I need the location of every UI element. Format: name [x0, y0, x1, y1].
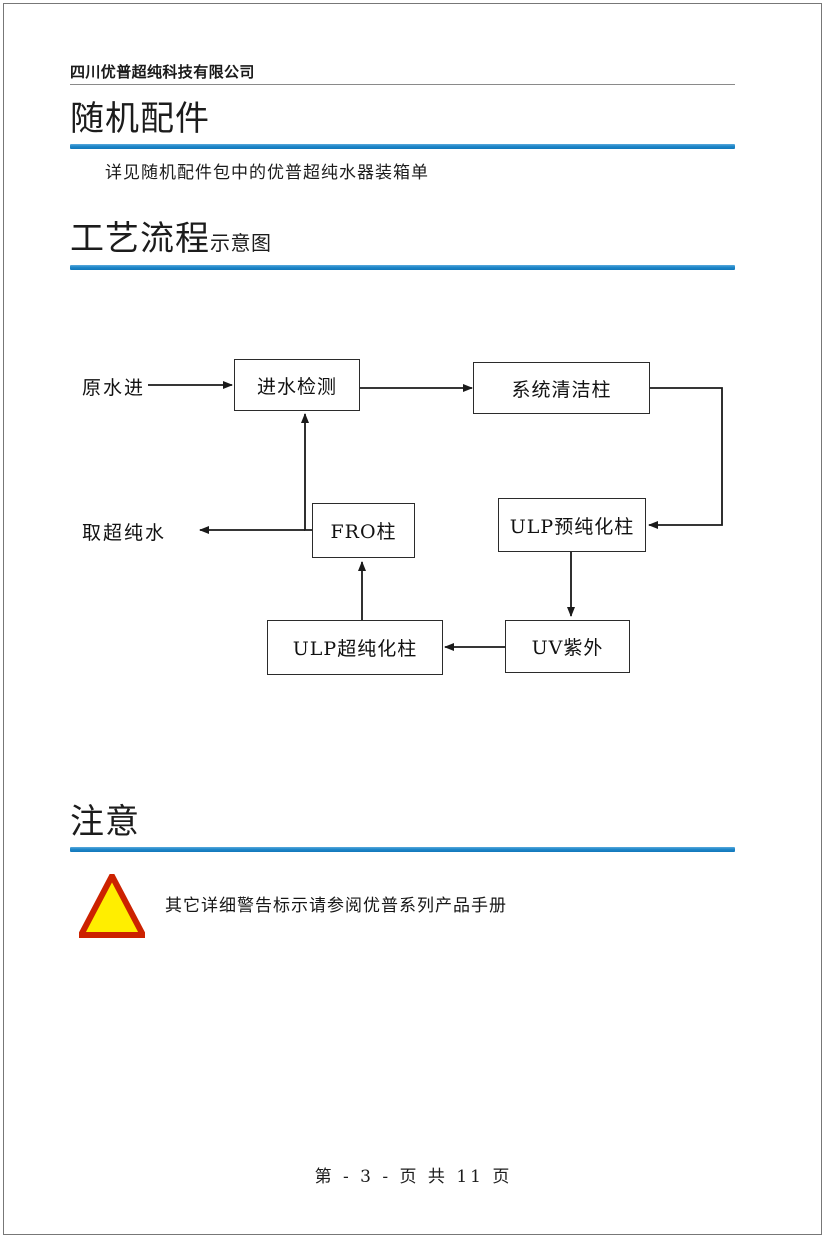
flow-box-fro-column: FRO柱 [312, 503, 415, 558]
section-process-flow-title-main: 工艺流程 [70, 219, 210, 259]
flow-box-clean-column: 系统清洁柱 [473, 362, 650, 414]
section-notice-title-main: 注意 [70, 802, 140, 842]
page-border [3, 3, 822, 1235]
header-rule [70, 84, 735, 85]
section-process-flow: 工艺流程示意图 [70, 222, 735, 270]
flow-label-raw-water-in: 原水进 [82, 377, 146, 399]
notice-text: 其它详细警告标示请参阅优普系列产品手册 [165, 896, 507, 916]
section-accessories: 随机配件 [70, 102, 735, 149]
section-process-flow-title: 工艺流程示意图 [70, 222, 735, 256]
running-header: 四川优普超纯科技有限公司 [70, 62, 735, 85]
section-accessories-rule [70, 144, 735, 149]
flow-box-ulp-ultra: ULP超纯化柱 [267, 620, 443, 675]
section-accessories-body: 详见随机配件包中的优普超纯水器装箱单 [105, 163, 429, 183]
flow-label-take-pure: 取超纯水 [82, 522, 167, 544]
warning-triangle-icon [79, 874, 145, 938]
section-process-flow-title-sub: 示意图 [210, 231, 272, 255]
page-footer: 第 - 3 - 页 共 11 页 [314, 1167, 513, 1187]
section-notice-title: 注意 [70, 805, 735, 839]
flow-box-uv: UV紫外 [505, 620, 630, 673]
section-process-flow-rule [70, 265, 735, 270]
section-accessories-title-main: 随机配件 [70, 99, 210, 139]
flow-box-ulp-pre: ULP预纯化柱 [498, 498, 646, 552]
section-accessories-title: 随机配件 [70, 102, 735, 136]
section-notice: 注意 [70, 805, 735, 852]
company-name: 四川优普超纯科技有限公司 [70, 63, 255, 81]
flow-box-inlet-test: 进水检测 [234, 359, 360, 411]
section-notice-rule [70, 847, 735, 852]
